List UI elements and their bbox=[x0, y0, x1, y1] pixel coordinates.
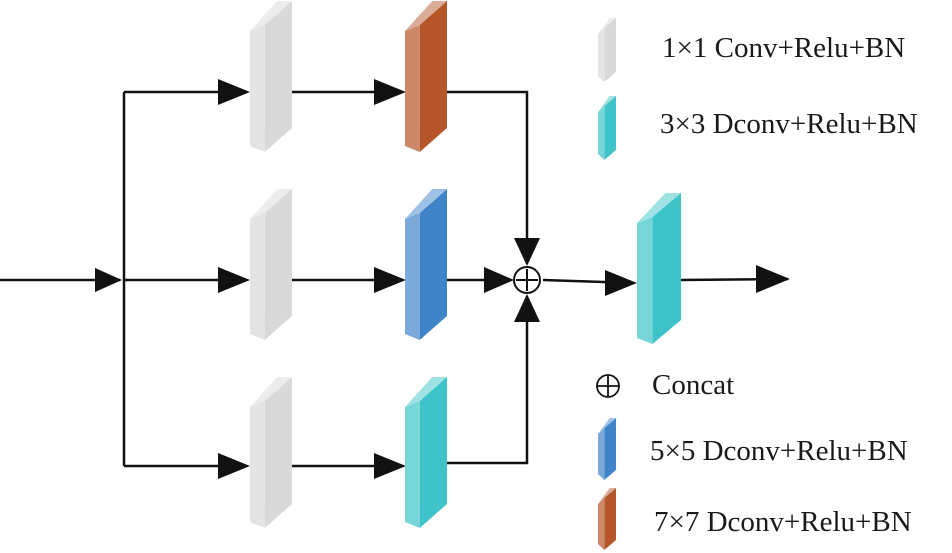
branch1-dconv7x7-block bbox=[405, 1, 447, 152]
arrowhead bbox=[95, 268, 122, 292]
arrowhead bbox=[218, 79, 250, 105]
concat-operator-icon bbox=[513, 266, 541, 294]
arrowhead bbox=[218, 453, 250, 479]
arrowhead bbox=[484, 267, 514, 293]
legend-swatch-conv1x1 bbox=[598, 18, 616, 82]
legend-label-dconv5x5: 5×5 Dconv+Relu+BN bbox=[650, 435, 908, 467]
arrowheads bbox=[95, 79, 790, 479]
arrowhead bbox=[374, 453, 406, 479]
branch3-dconv3x3-block bbox=[405, 377, 447, 528]
arrowhead bbox=[374, 267, 406, 293]
branch2-conv1x1-block bbox=[250, 189, 292, 340]
arrowhead bbox=[374, 79, 406, 105]
legend-label-conv1x1: 1×1 Conv+Relu+BN bbox=[662, 32, 906, 64]
arrowhead bbox=[514, 238, 540, 266]
legend-label-concat: Concat bbox=[652, 369, 735, 401]
legend-label-dconv7x7: 7×7 Dconv+Relu+BN bbox=[654, 506, 912, 538]
legend-label-dconv3x3: 3×3 Dconv+Relu+BN bbox=[660, 108, 918, 140]
branch1-conv1x1-block bbox=[250, 1, 292, 152]
branch3-out-arrow bbox=[436, 296, 529, 465]
branch3-conv1x1-block bbox=[250, 377, 292, 528]
legend-swatch-dconv7x7 bbox=[598, 488, 616, 550]
output-dconv3x3-block bbox=[637, 193, 681, 344]
branch1-out-arrow bbox=[436, 90, 529, 264]
arrowhead bbox=[605, 270, 637, 296]
legend-swatch-dconv3x3 bbox=[598, 96, 616, 160]
arrowhead bbox=[756, 265, 790, 293]
arrowhead bbox=[514, 294, 540, 322]
legend-concat-icon bbox=[596, 374, 620, 398]
arrowhead bbox=[218, 267, 250, 293]
legend-swatch-dconv5x5 bbox=[598, 418, 616, 480]
branch2-dconv5x5-block bbox=[405, 189, 447, 340]
